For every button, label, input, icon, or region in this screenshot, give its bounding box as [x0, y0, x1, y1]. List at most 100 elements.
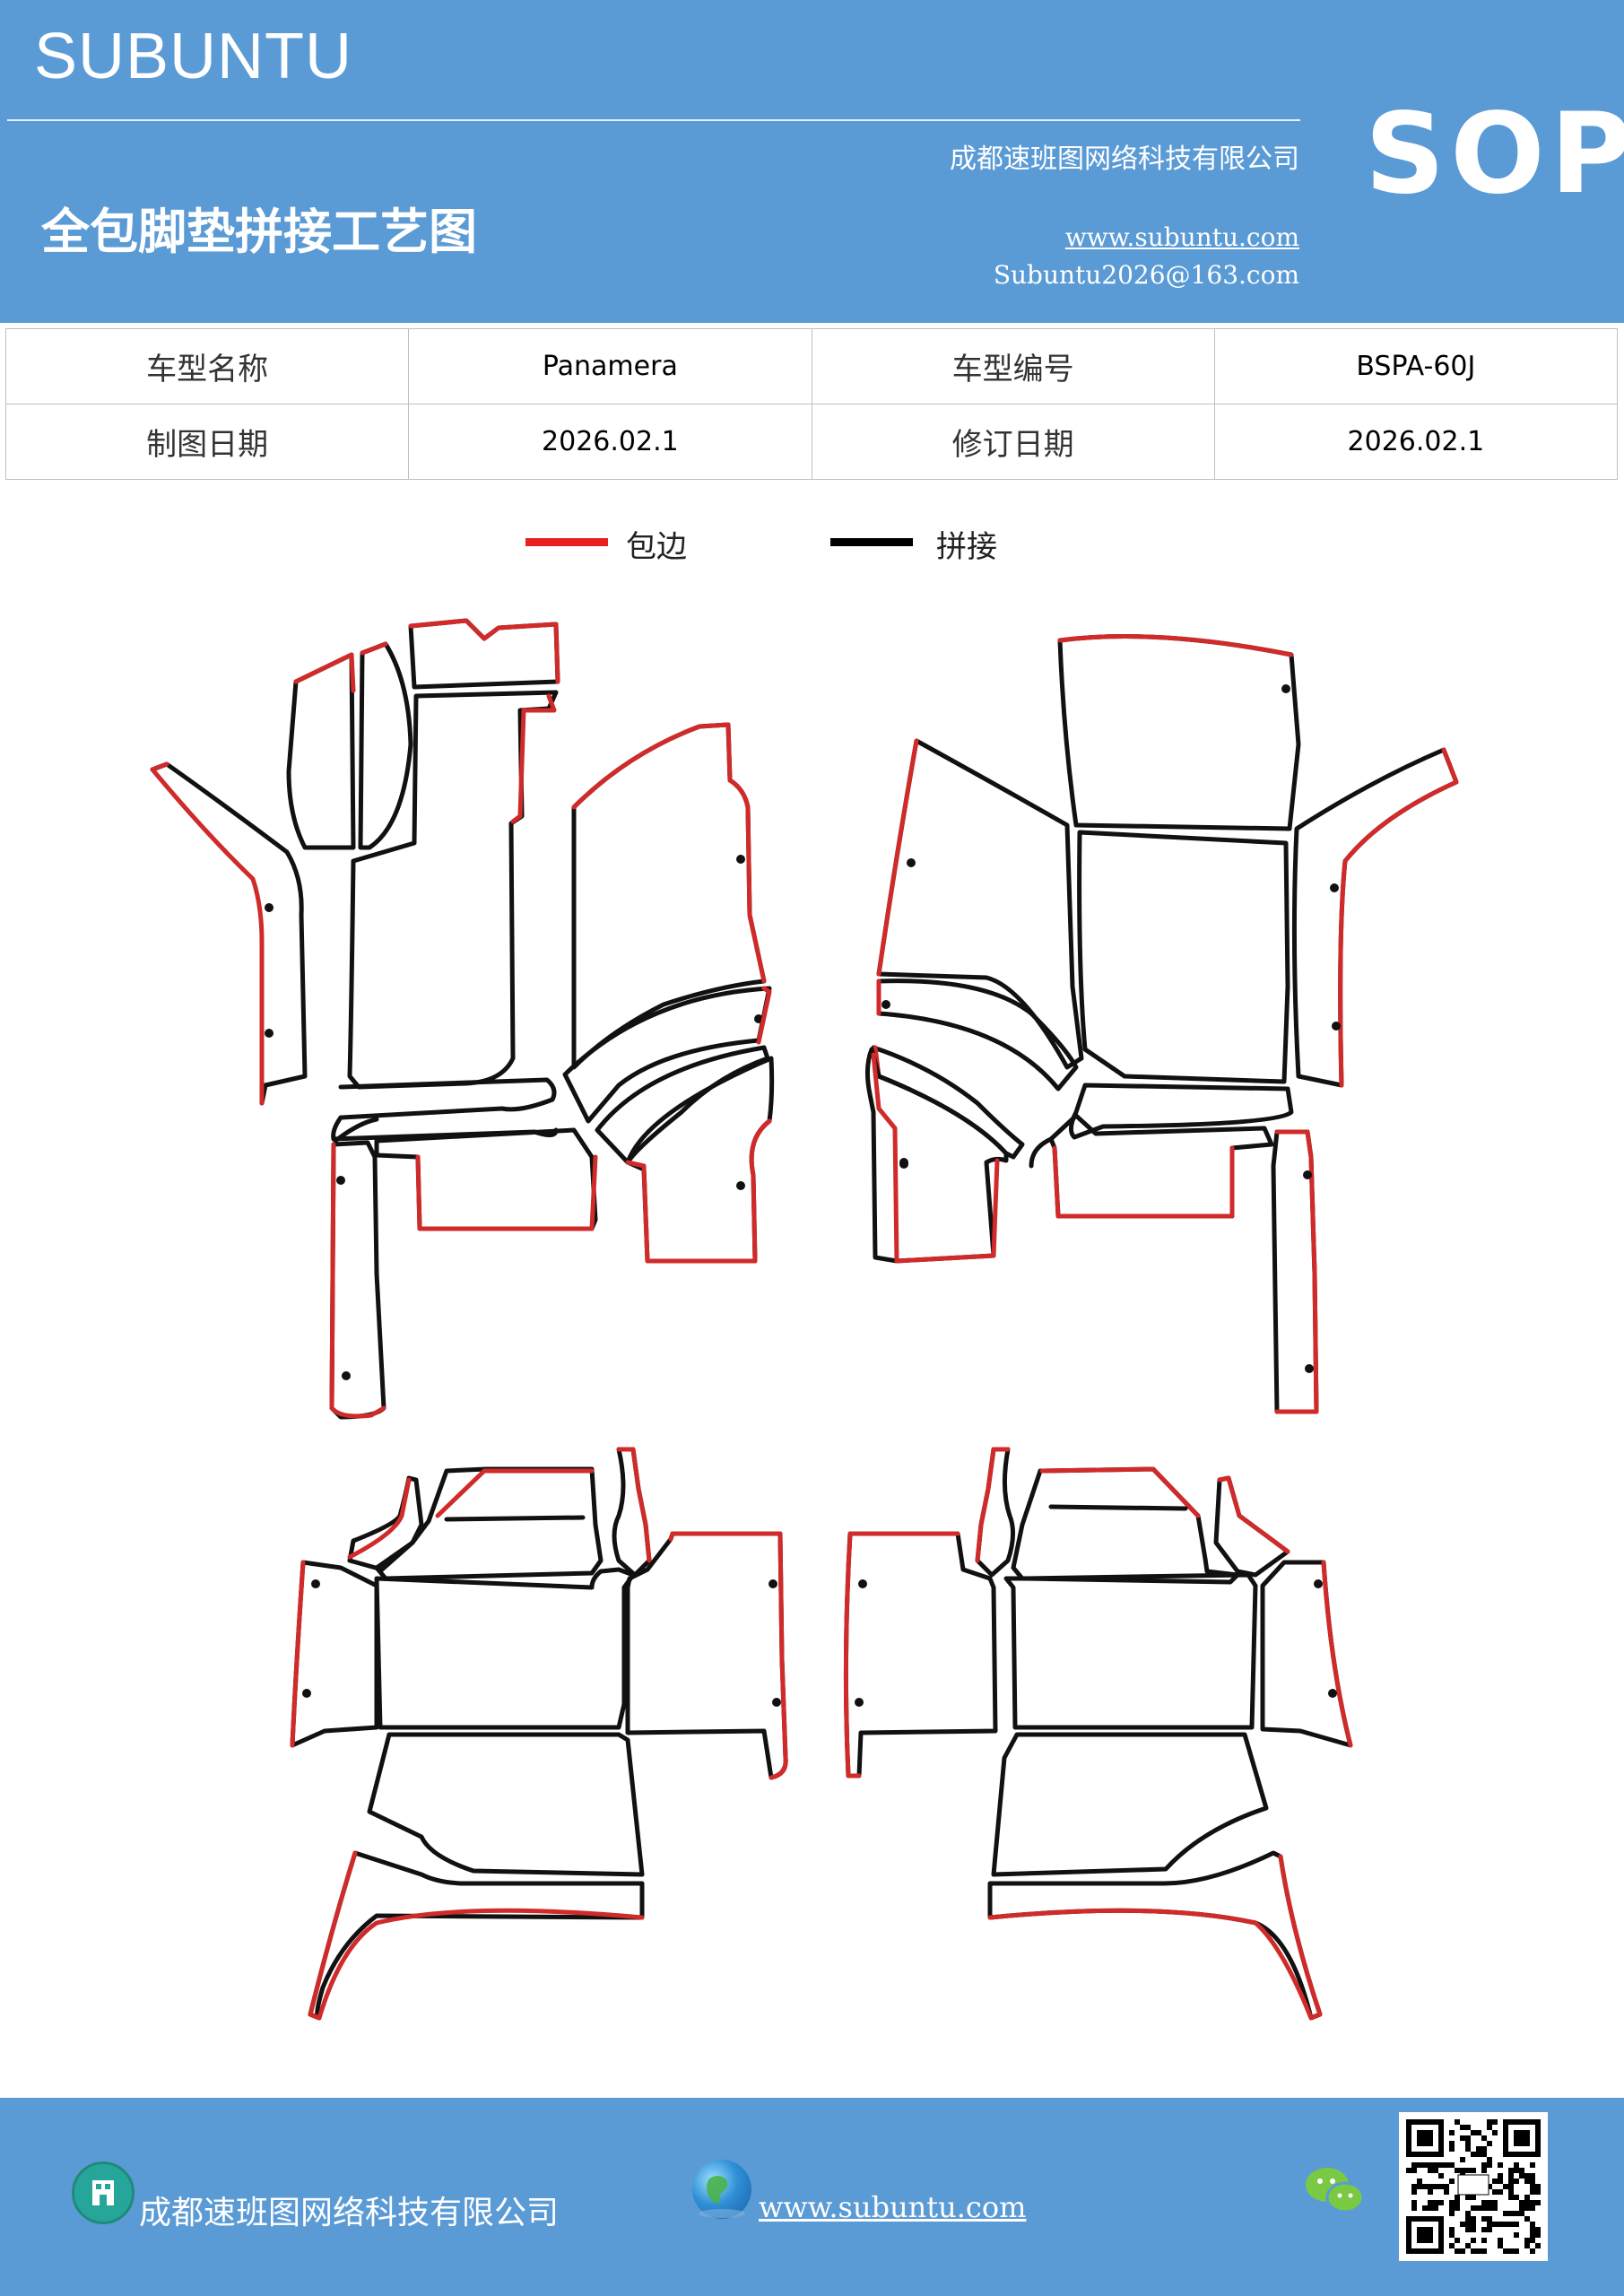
- edge-binding: [616, 1447, 652, 1563]
- edge-binding: [1274, 1129, 1319, 1414]
- seam-line: [290, 1560, 379, 1748]
- seam-line: [562, 986, 772, 1124]
- edge-binding: [308, 1850, 645, 2021]
- mounting-hole: [311, 1579, 320, 1588]
- edge-binding: [1057, 634, 1294, 657]
- info-label-cell: 车型名称: [4, 328, 410, 404]
- seam-line: [331, 1077, 559, 1142]
- edge-binding: [293, 652, 356, 693]
- header-banner: SUBUNTU 成都速班图网络科技有限公司 全包脚垫拼接工艺图 www.subu…: [0, 0, 1624, 323]
- seam-line: [1011, 1466, 1240, 1585]
- legend-binding-label: 包边: [626, 529, 687, 565]
- edge-binding: [571, 722, 767, 984]
- seam-line: [347, 1475, 424, 1572]
- edge-binding: [347, 1477, 412, 1560]
- seam-line: [987, 1850, 1323, 2021]
- edge-binding: [1039, 1466, 1201, 1518]
- info-value-cell: Panamera: [408, 328, 812, 404]
- mounting-hole: [336, 1176, 345, 1185]
- seam-line: [367, 1732, 645, 1877]
- header-company-name: 成都速班图网络科技有限公司: [950, 144, 1299, 175]
- seam-line: [333, 1117, 379, 1144]
- footer-company-name: 成都速班图网络科技有限公司: [139, 2195, 560, 2231]
- mounting-hole: [736, 855, 745, 864]
- mounting-hole: [736, 1181, 745, 1190]
- edge-binding: [415, 1154, 598, 1231]
- seam-line: [150, 761, 308, 1106]
- edge-binding: [843, 1531, 960, 1779]
- edge-binding: [435, 1468, 595, 1518]
- edge-binding: [1217, 1475, 1290, 1554]
- edge-binding: [987, 1854, 1323, 2021]
- edge-binding: [1052, 1145, 1235, 1219]
- legend: 包边 拼接: [0, 522, 1624, 572]
- mounting-hole: [899, 1160, 908, 1169]
- mounting-hole: [1281, 684, 1290, 693]
- seam-line: [876, 978, 1079, 1091]
- edge-binding: [510, 693, 557, 824]
- seam-line: [1077, 830, 1290, 1084]
- header-email: Subuntu2026@163.com: [993, 260, 1299, 290]
- edge-binding: [756, 986, 772, 1045]
- mounting-hole: [858, 1579, 867, 1588]
- edge-binding: [290, 1560, 306, 1748]
- mounting-hole: [342, 1371, 351, 1380]
- floor-mat-splicing-diagram: [150, 618, 1459, 2021]
- legend-seam-label: 拼接: [936, 529, 997, 565]
- qr-code[interactable]: [1399, 2112, 1548, 2261]
- seam-line: [612, 1447, 652, 1578]
- edge-binding: [360, 641, 388, 656]
- seam-line: [286, 652, 356, 850]
- mounting-hole: [265, 903, 274, 912]
- info-value-cell: BSPA-60J: [1213, 328, 1619, 404]
- edge-binding: [1338, 747, 1459, 1088]
- seam-line: [571, 722, 767, 1070]
- edge-binding: [668, 1531, 788, 1780]
- seam-line: [358, 641, 413, 850]
- legend-seam-line: [830, 538, 913, 546]
- info-label-cell: 修订日期: [811, 404, 1215, 480]
- seam-line: [374, 1567, 636, 1730]
- seam-line: [1029, 1136, 1054, 1169]
- mounting-hole: [1330, 883, 1339, 892]
- footer-website-link[interactable]: www.subuntu.com: [759, 2190, 1027, 2224]
- seam-line: [991, 1732, 1269, 1877]
- seam-line: [374, 1466, 604, 1581]
- legend-binding-line: [525, 538, 608, 546]
- edge-binding: [408, 618, 560, 684]
- mounting-hole: [1314, 1579, 1323, 1588]
- edge-binding: [625, 1118, 772, 1264]
- edge-binding: [329, 1142, 386, 1419]
- seam-line: [1291, 747, 1459, 1088]
- edge-binding: [871, 1052, 1000, 1264]
- mounting-hole: [881, 1000, 890, 1009]
- globe-icon: [692, 2160, 751, 2219]
- seam-line: [408, 618, 560, 690]
- seam-line: [1048, 1504, 1188, 1511]
- info-value-cell: 2026.02.1: [1213, 404, 1619, 480]
- mounting-hole: [1328, 1689, 1337, 1698]
- info-label-cell: 车型编号: [811, 328, 1215, 404]
- seam-line: [864, 1047, 1009, 1264]
- seam-line: [1057, 634, 1301, 831]
- header-divider: [7, 119, 1300, 121]
- seam-line: [1069, 1083, 1294, 1140]
- seam-line: [843, 1531, 998, 1779]
- mounting-hole: [1332, 1022, 1341, 1031]
- seam-line: [1260, 1560, 1353, 1748]
- mounting-hole: [769, 1579, 777, 1588]
- info-value-cell: 2026.02.1: [408, 404, 812, 480]
- edge-binding: [975, 1447, 1011, 1563]
- header-website-link[interactable]: www.subuntu.com: [1064, 222, 1299, 252]
- wechat-icon[interactable]: [1302, 2161, 1367, 2219]
- seam-line: [374, 1127, 598, 1231]
- mounting-hole: [855, 1698, 864, 1707]
- seam-line: [347, 690, 559, 1090]
- seam-line: [1048, 1113, 1274, 1219]
- seam-line: [444, 1515, 586, 1522]
- seam-line: [975, 1447, 1015, 1578]
- info-label-cell: 制图日期: [4, 404, 410, 480]
